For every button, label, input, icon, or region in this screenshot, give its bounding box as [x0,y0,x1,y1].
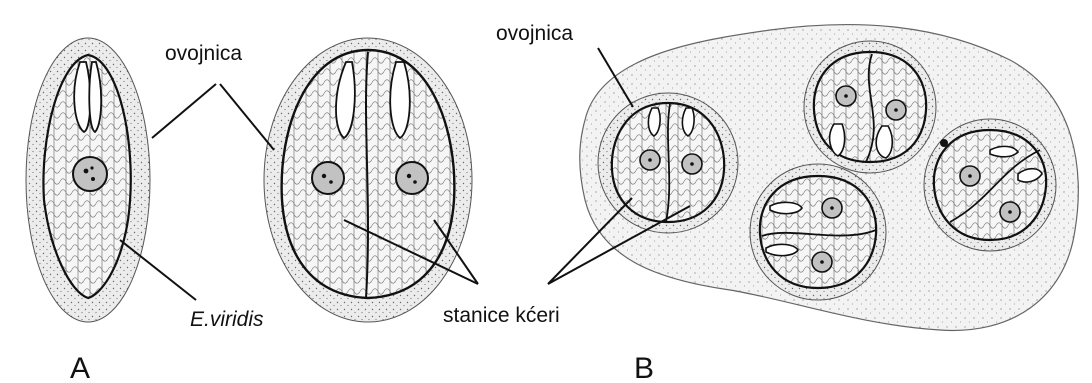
label-species: E.viridis [190,308,264,331]
colony-figure [580,25,1079,331]
single-cell-vacuole-left [74,62,90,132]
single-cell-vacuole-right [89,62,101,132]
panel-label-b: B [634,352,654,383]
single-cell-figure [26,38,150,322]
label-sheath-single: ovojnica [165,42,242,65]
daughter-cell-nucleus-1 [312,162,344,194]
daughter-cell-vacuole-2 [390,62,410,138]
label-sheath-colony: ovojnica [496,22,573,45]
leader-sheath-single [152,84,216,138]
leader-sheath-divided [220,84,274,150]
panel-label-a: A [70,352,90,383]
divided-cell-figure [264,38,472,322]
colony-group-body-4 [934,130,1046,240]
daughter-cell-nucleus-2 [396,162,428,194]
single-cell-nucleus [73,157,107,191]
label-daughter-cells: stanice kćeri [443,304,560,327]
